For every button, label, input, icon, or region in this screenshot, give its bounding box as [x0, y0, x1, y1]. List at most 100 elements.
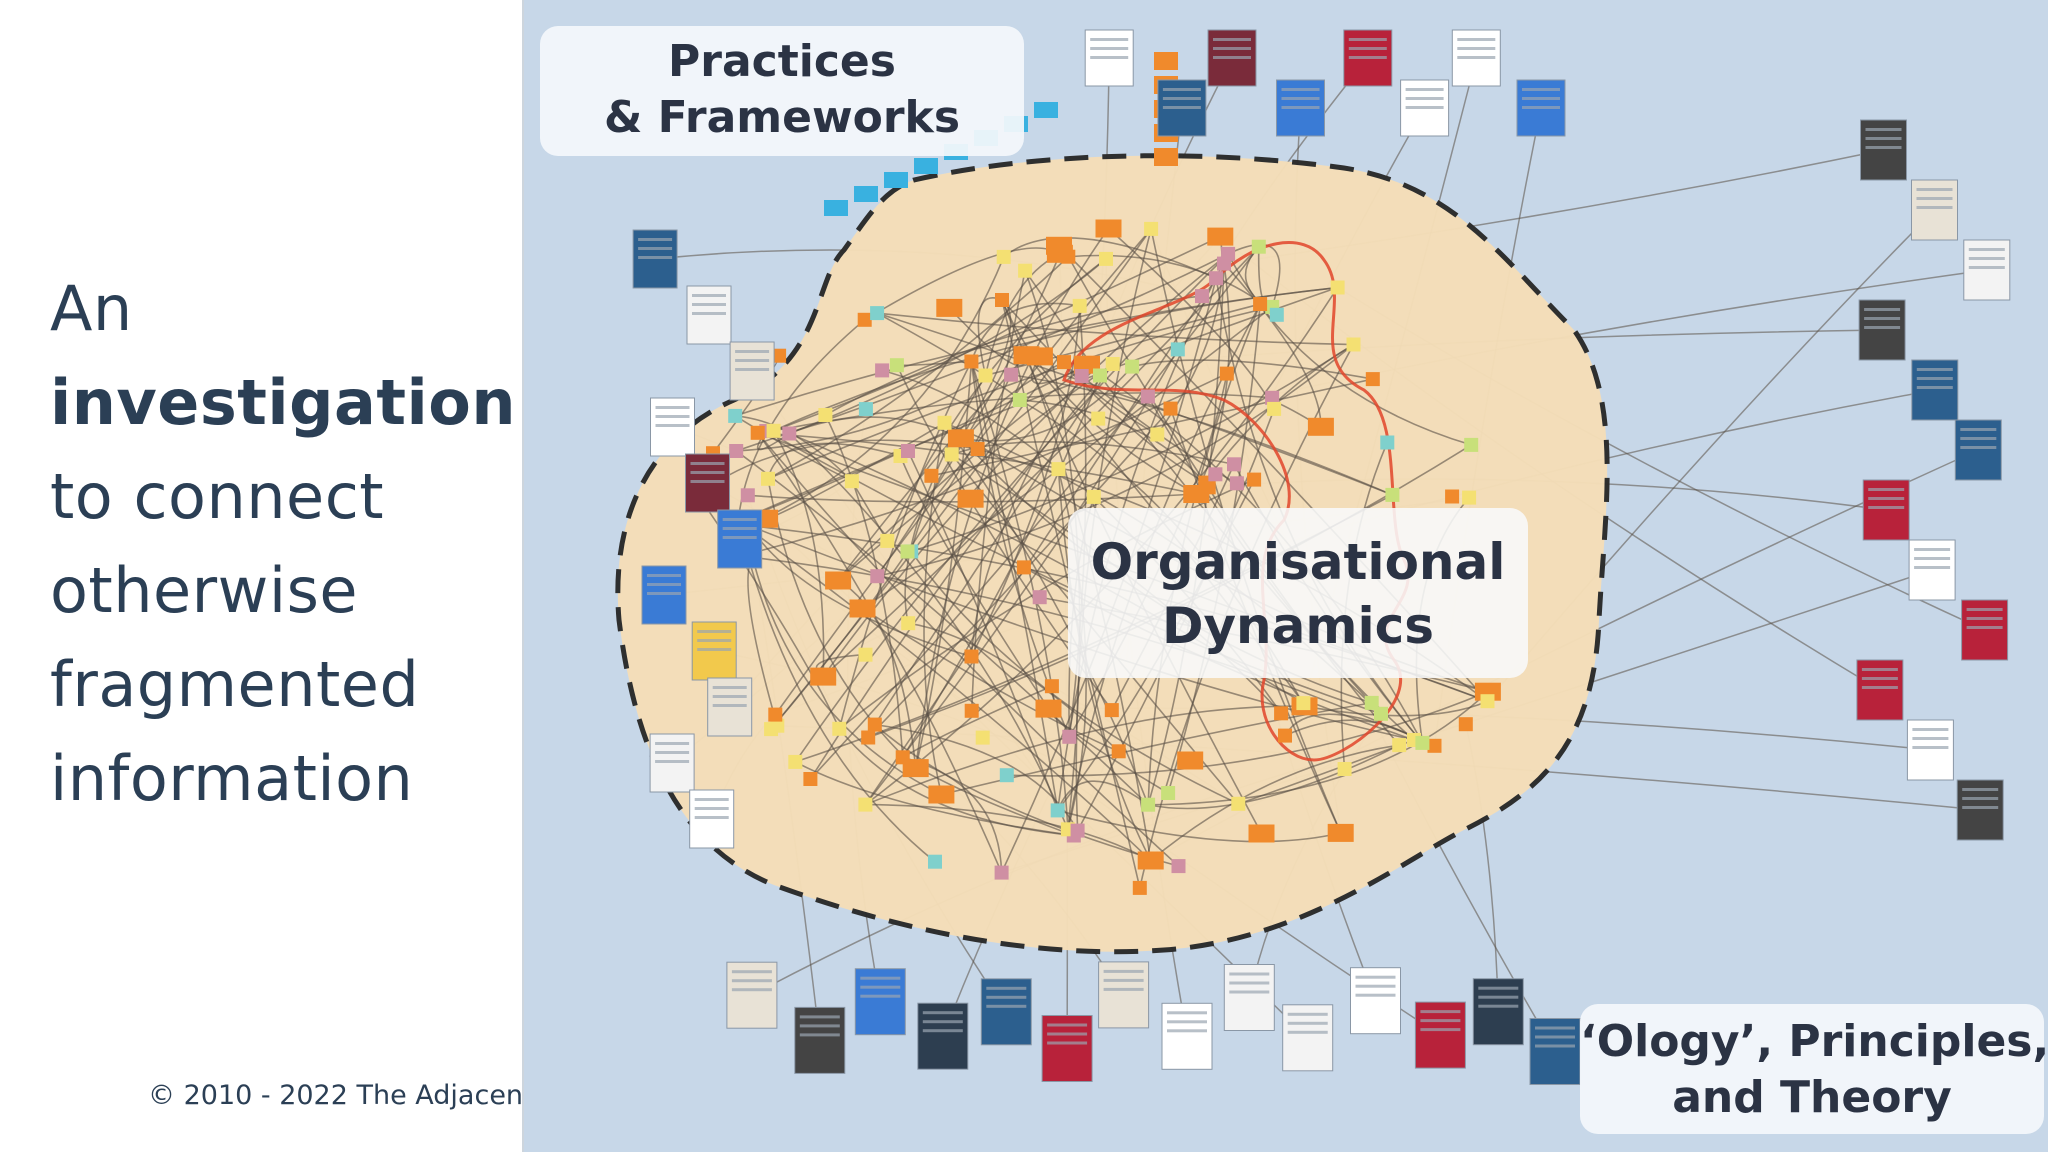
diagram-thumbnail-icon [632, 229, 678, 289]
connector-line [1056, 780, 1149, 811]
book-cover-icon [1529, 1018, 1581, 1085]
connector-line [1147, 744, 1400, 810]
sticky-note [1337, 762, 1352, 776]
sticky-note [858, 402, 873, 417]
connector-line [970, 305, 1081, 657]
sticky-note [970, 442, 985, 456]
sticky-note [924, 468, 939, 483]
diagram-thumbnail-icon [1451, 29, 1501, 87]
connector-line [865, 705, 1305, 806]
sticky-note [1217, 256, 1231, 271]
headline: An investigation to connect otherwise fr… [50, 262, 520, 826]
sticky-note [1267, 401, 1282, 416]
sticky-note [1004, 367, 1019, 382]
sticky-note [1132, 880, 1147, 895]
sticky-note [1141, 797, 1156, 812]
sticky-note [1057, 355, 1071, 370]
book-cover-icon [1098, 961, 1150, 1029]
copyright-notice: © 2010 - 2022 The Adjacent [148, 1080, 534, 1111]
diagram-thumbnail-icon [794, 1006, 846, 1074]
diagram-thumbnail-icon [1282, 1004, 1334, 1072]
sticky-note [1274, 706, 1289, 721]
sticky-note [849, 599, 876, 618]
sticky-note [1032, 590, 1047, 605]
connector-line [837, 354, 1028, 581]
sticky-note [1044, 679, 1059, 694]
connector-line [1238, 739, 1415, 805]
sticky-note [994, 865, 1009, 880]
connector-line [772, 430, 825, 677]
label-line: Organisational [1090, 533, 1506, 591]
book-cover-icon [1954, 419, 2002, 481]
sticky-note [1346, 337, 1361, 352]
diagram-thumbnail-icon [729, 341, 775, 401]
sticky-note [1480, 694, 1495, 709]
sticky-note [867, 717, 882, 732]
connector-line [757, 432, 1180, 867]
sticky-note [782, 426, 797, 441]
book-cover-icon [1906, 719, 1954, 781]
book-cover-icon [1858, 299, 1906, 361]
connector-line [907, 450, 1059, 811]
sticky-note [978, 368, 993, 383]
book-cover-icon [980, 978, 1032, 1046]
sticky-note [1427, 738, 1442, 753]
connector-line [1131, 359, 1373, 380]
sticky-note [1086, 489, 1101, 504]
connector-line [1057, 809, 1341, 843]
sticky-note [772, 348, 787, 363]
headline-emphasis: investigation [50, 366, 516, 439]
sticky-note [884, 172, 908, 188]
sticky-note [996, 249, 1011, 264]
connector-line [867, 408, 1172, 739]
book-cover-icon [685, 453, 730, 513]
book-cover-icon [689, 789, 735, 849]
sticky-note [1026, 347, 1053, 366]
sticky-note [1140, 389, 1155, 404]
sticky-note [900, 544, 915, 559]
sticky-note [1208, 467, 1223, 482]
sticky-note [964, 649, 979, 664]
diagram-thumbnail-icon [726, 961, 778, 1029]
sticky-note [1269, 307, 1284, 322]
sticky-note [770, 718, 785, 733]
connector-line [748, 525, 972, 658]
sticky-note [844, 474, 859, 489]
diagram-thumbnail-icon [1956, 779, 2004, 841]
label-line: & Frameworks [603, 92, 961, 143]
sticky-note [999, 768, 1014, 783]
sticky-note [1150, 427, 1165, 442]
sticky-note [937, 415, 952, 430]
headline-line: information [50, 742, 414, 815]
sticky-note [1163, 401, 1178, 416]
connector-line [970, 361, 1059, 811]
headline-line: otherwise [50, 554, 359, 627]
sticky-note [1105, 357, 1120, 371]
book-cover-icon [1516, 79, 1566, 137]
left-panel: An investigation to connect otherwise fr… [0, 0, 534, 1152]
connector-line [1227, 243, 1281, 308]
sticky-note [1231, 796, 1246, 811]
sticky-note [1012, 393, 1027, 407]
sticky-note [870, 306, 885, 321]
sticky-note [1171, 859, 1186, 874]
label-line: Practices [668, 36, 896, 87]
headline-line: to connect [50, 460, 385, 533]
sticky-note [1219, 366, 1234, 381]
sticky-note [1248, 824, 1275, 843]
connector-line [1063, 361, 1158, 436]
sticky-note [1137, 851, 1164, 870]
sticky-note [825, 571, 852, 590]
sticky-note [858, 797, 873, 812]
connector-line [1001, 299, 1206, 484]
book-cover-icon [1860, 119, 1907, 181]
connector-line [734, 415, 853, 482]
connector-line [809, 363, 1114, 780]
connector-line [735, 450, 1149, 806]
connector-line [1019, 399, 1210, 488]
connector-line [865, 803, 1152, 862]
sticky-note [875, 363, 890, 378]
sticky-note [964, 703, 979, 718]
sticky-note [750, 425, 765, 440]
book-cover-icon [1911, 359, 1959, 421]
